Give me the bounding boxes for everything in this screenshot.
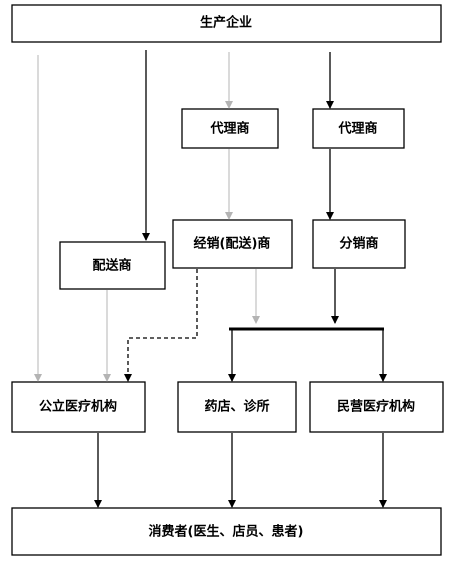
- node-agent-1-label: 代理商: [209, 121, 249, 137]
- node-pharmacy-clinic: 药店、诊所: [177, 381, 297, 433]
- node-dealer-delivery: 经销(配送)商: [172, 219, 293, 269]
- node-distributor-delivery-label: 配送商: [92, 258, 131, 274]
- node-agent-2: 代理商: [312, 108, 405, 149]
- node-producer: 生产企业: [11, 4, 442, 43]
- node-sub-dealer-label: 分销商: [339, 236, 378, 252]
- node-dealer-delivery-label: 经销(配送)商: [194, 236, 271, 252]
- node-public-hospital-label: 公立医疗机构: [39, 399, 117, 415]
- node-agent-1: 代理商: [181, 108, 279, 149]
- node-private-hospital: 民营医疗机构: [309, 381, 444, 433]
- node-private-hospital-label: 民营医疗机构: [337, 399, 415, 415]
- node-producer-label: 生产企业: [200, 15, 252, 31]
- node-pharmacy-clinic-label: 药店、诊所: [204, 399, 269, 415]
- node-sub-dealer: 分销商: [312, 219, 406, 269]
- node-agent-2-label: 代理商: [337, 121, 377, 137]
- node-distributor-delivery: 配送商: [59, 241, 166, 290]
- node-public-hospital: 公立医疗机构: [11, 381, 146, 433]
- node-consumer: 消费者(医生、店员、患者): [11, 507, 442, 556]
- node-consumer-label: 消费者(医生、店员、患者): [149, 524, 304, 540]
